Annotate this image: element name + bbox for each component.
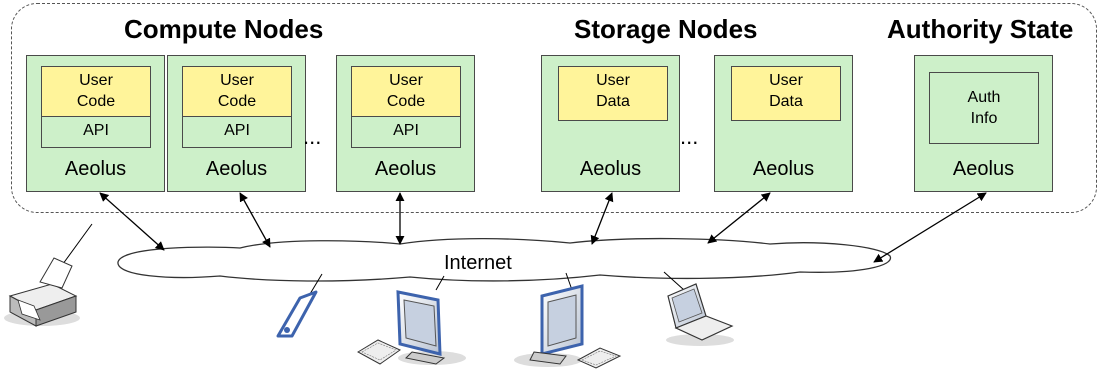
storage-node: User Data Aeolus	[714, 55, 853, 192]
user-data-box: User Data	[731, 66, 841, 121]
node-label: Aeolus	[579, 158, 642, 180]
node-label: Aeolus	[205, 158, 268, 180]
desktop-monitor-icon	[396, 290, 466, 365]
connection-line	[663, 271, 685, 291]
arrow	[873, 192, 987, 263]
user-code-label: User Code	[42, 67, 150, 117]
compute-ellipsis: ...	[303, 124, 322, 149]
section-title-compute: Compute Nodes	[124, 14, 324, 44]
compute-node: User Code API Aeolus	[336, 55, 475, 192]
connection-line	[59, 223, 93, 269]
user-code-box: User Code API	[41, 66, 151, 148]
connection-line	[565, 272, 573, 291]
keyboard-icon	[356, 339, 402, 365]
compute-node: User Code API Aeolus	[26, 55, 165, 192]
user-data-box: User Data	[558, 66, 668, 121]
node-label: Aeolus	[374, 158, 437, 180]
node-label: Aeolus	[64, 158, 127, 180]
user-code-box: User Code API	[351, 66, 461, 148]
node-label: Aeolus	[752, 158, 815, 180]
node-label: Aeolus	[952, 158, 1015, 180]
arrow	[239, 192, 271, 248]
compute-node: User Code API Aeolus	[167, 55, 306, 192]
printer-icon	[4, 257, 80, 327]
auth-info-label: Auth Info	[929, 72, 1039, 144]
keyboard-icon	[576, 347, 622, 369]
arrow	[590, 192, 614, 245]
connection-line	[309, 273, 323, 295]
section-title-authority: Authority State	[887, 14, 1074, 44]
user-code-label: User Code	[183, 67, 291, 117]
system-boundary	[11, 3, 1097, 213]
desktop-monitor-icon	[514, 284, 584, 367]
user-data-label: User Data	[732, 67, 840, 120]
arrow	[99, 192, 165, 251]
user-code-label: User Code	[352, 67, 460, 117]
user-data-label: User Data	[559, 67, 667, 120]
laptop-icon	[666, 283, 734, 346]
api-label: API	[224, 122, 250, 139]
section-title-storage: Storage Nodes	[574, 14, 758, 44]
storage-node: User Data Aeolus	[541, 55, 680, 192]
arrow	[707, 192, 771, 244]
user-code-box: User Code API	[182, 66, 292, 148]
connection-line	[435, 275, 445, 291]
api-label: API	[393, 122, 419, 139]
phone-icon	[276, 290, 318, 338]
api-label: API	[83, 122, 109, 139]
authority-node: Auth Info Aeolus	[914, 55, 1053, 192]
storage-ellipsis: ...	[680, 124, 699, 149]
internet-label: Internet	[444, 252, 512, 274]
